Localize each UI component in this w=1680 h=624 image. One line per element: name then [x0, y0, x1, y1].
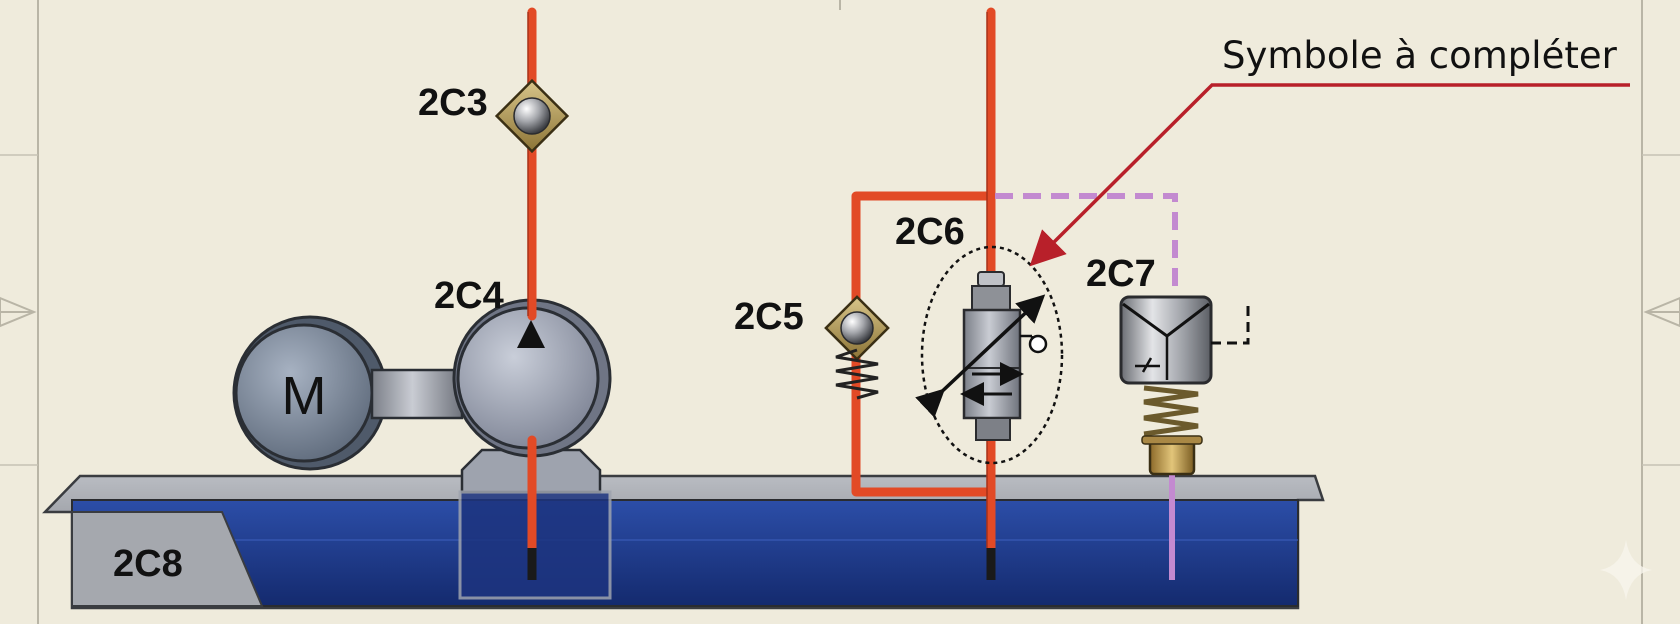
motor-label: M	[282, 366, 327, 426]
label-2c7: 2C7	[1086, 253, 1156, 295]
label-2c4: 2C4	[434, 275, 504, 317]
pressure-lines	[527, 7, 996, 553]
adjustable-arrow-icon	[915, 294, 1046, 418]
frame-arrow-left-icon	[0, 296, 37, 328]
valve-2c6	[915, 245, 1064, 465]
check-valve-2c3	[494, 78, 570, 154]
solenoid-2c7	[1119, 295, 1250, 476]
label-2c3: 2C3	[418, 82, 488, 124]
callout-text: Symbole à compléter	[1222, 34, 1618, 77]
check-spring-icon	[835, 348, 879, 400]
pump-direction-icon	[517, 320, 545, 348]
tank-2c8	[42, 474, 1325, 610]
pilot-line	[995, 193, 1178, 292]
electric-motor	[232, 315, 464, 471]
label-2c8: 2C8	[113, 543, 183, 585]
frame-arrow-right-icon	[1643, 296, 1680, 328]
label-2c5: 2C5	[734, 296, 804, 338]
check-valve-2c5	[824, 295, 890, 400]
solenoid-spring-icon	[1143, 385, 1199, 437]
label-2c6: 2C6	[895, 211, 965, 253]
motor-shaft-coupling	[370, 368, 464, 420]
sparkle-icon	[1600, 540, 1652, 600]
callout-pointer	[1029, 83, 1630, 267]
tank-label-plate	[71, 511, 264, 607]
